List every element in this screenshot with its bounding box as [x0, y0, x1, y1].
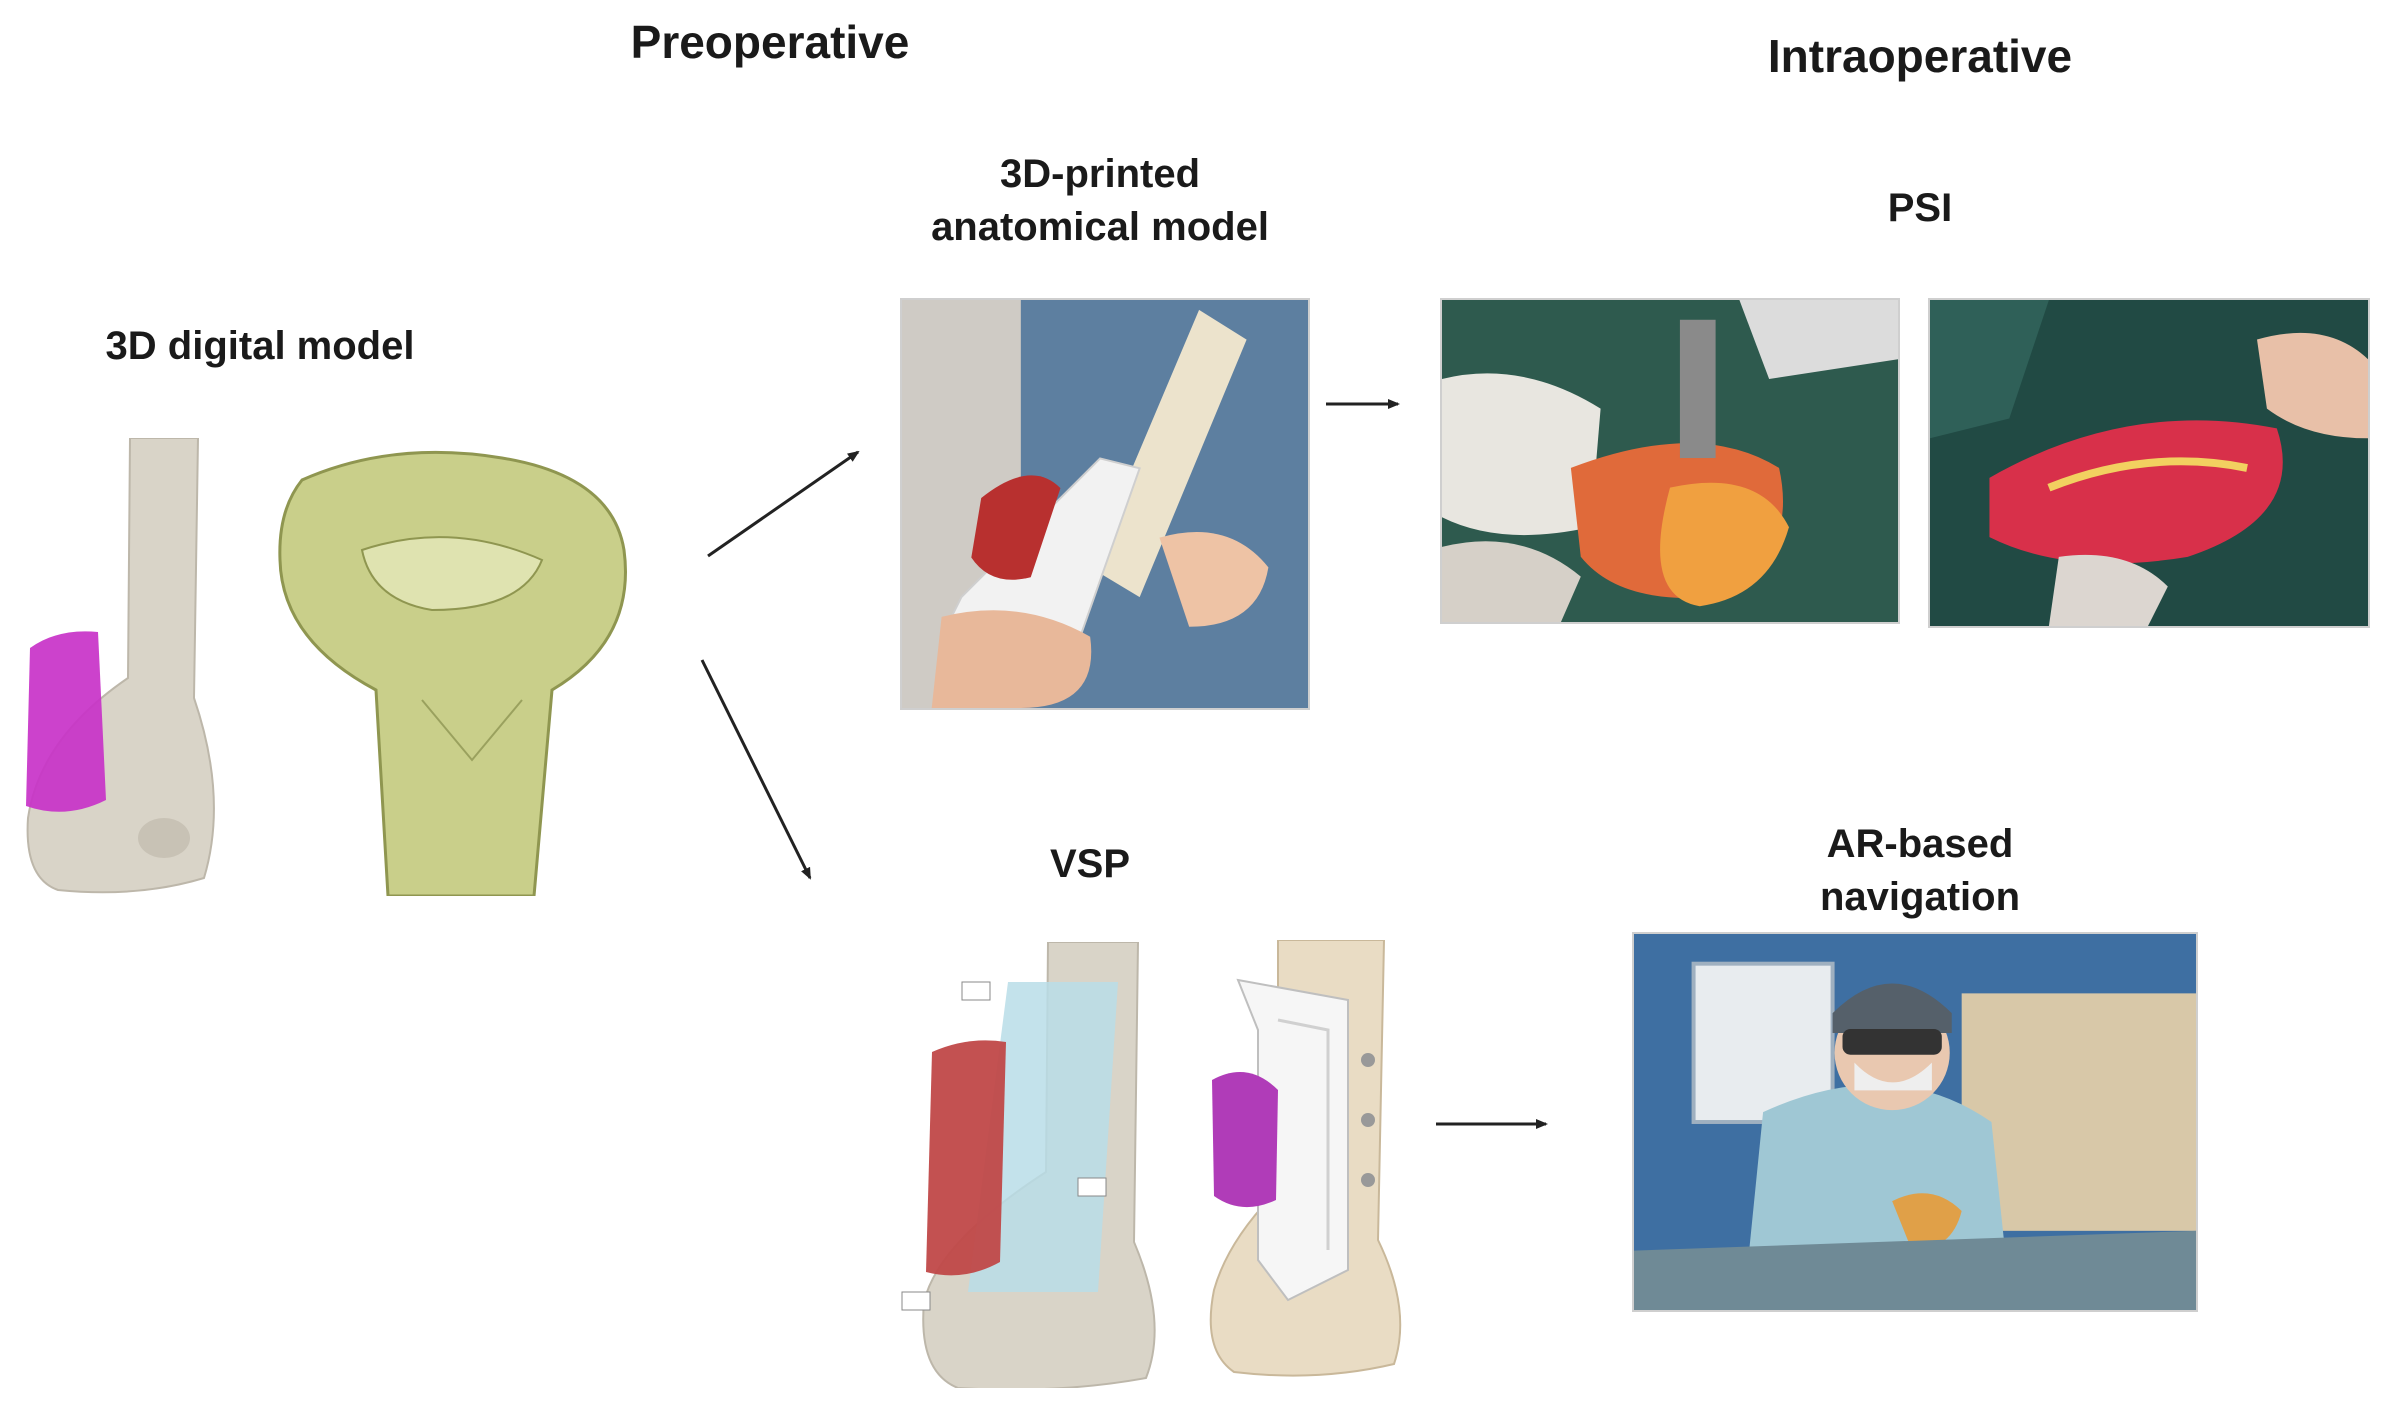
vsp-cutting-guide — [1198, 940, 1410, 1382]
arrow-to-vsp — [700, 659, 812, 880]
preoperative-header: Preoperative — [630, 16, 910, 68]
arrow-to-printed-model — [707, 450, 860, 558]
digital-model-label: 3D digital model — [105, 324, 415, 368]
tibia-digital-model — [272, 440, 634, 896]
psi-label: PSI — [1887, 186, 1953, 230]
intraoperative-header: Intraoperative — [1767, 30, 2073, 82]
psi-photo-1 — [1440, 298, 1900, 624]
printed-model-label: 3D-printed anatomical model — [931, 152, 1269, 249]
psi-photo-2 — [1928, 298, 2370, 628]
ar-navigation-label: AR-based navigation — [1819, 822, 2021, 919]
femur-digital-model — [18, 438, 218, 898]
ar-navigation-photo — [1632, 932, 2198, 1312]
vsp-femur-planning — [898, 942, 1160, 1388]
printed-model-photo — [900, 298, 1310, 710]
vsp-label: VSP — [1049, 842, 1131, 886]
